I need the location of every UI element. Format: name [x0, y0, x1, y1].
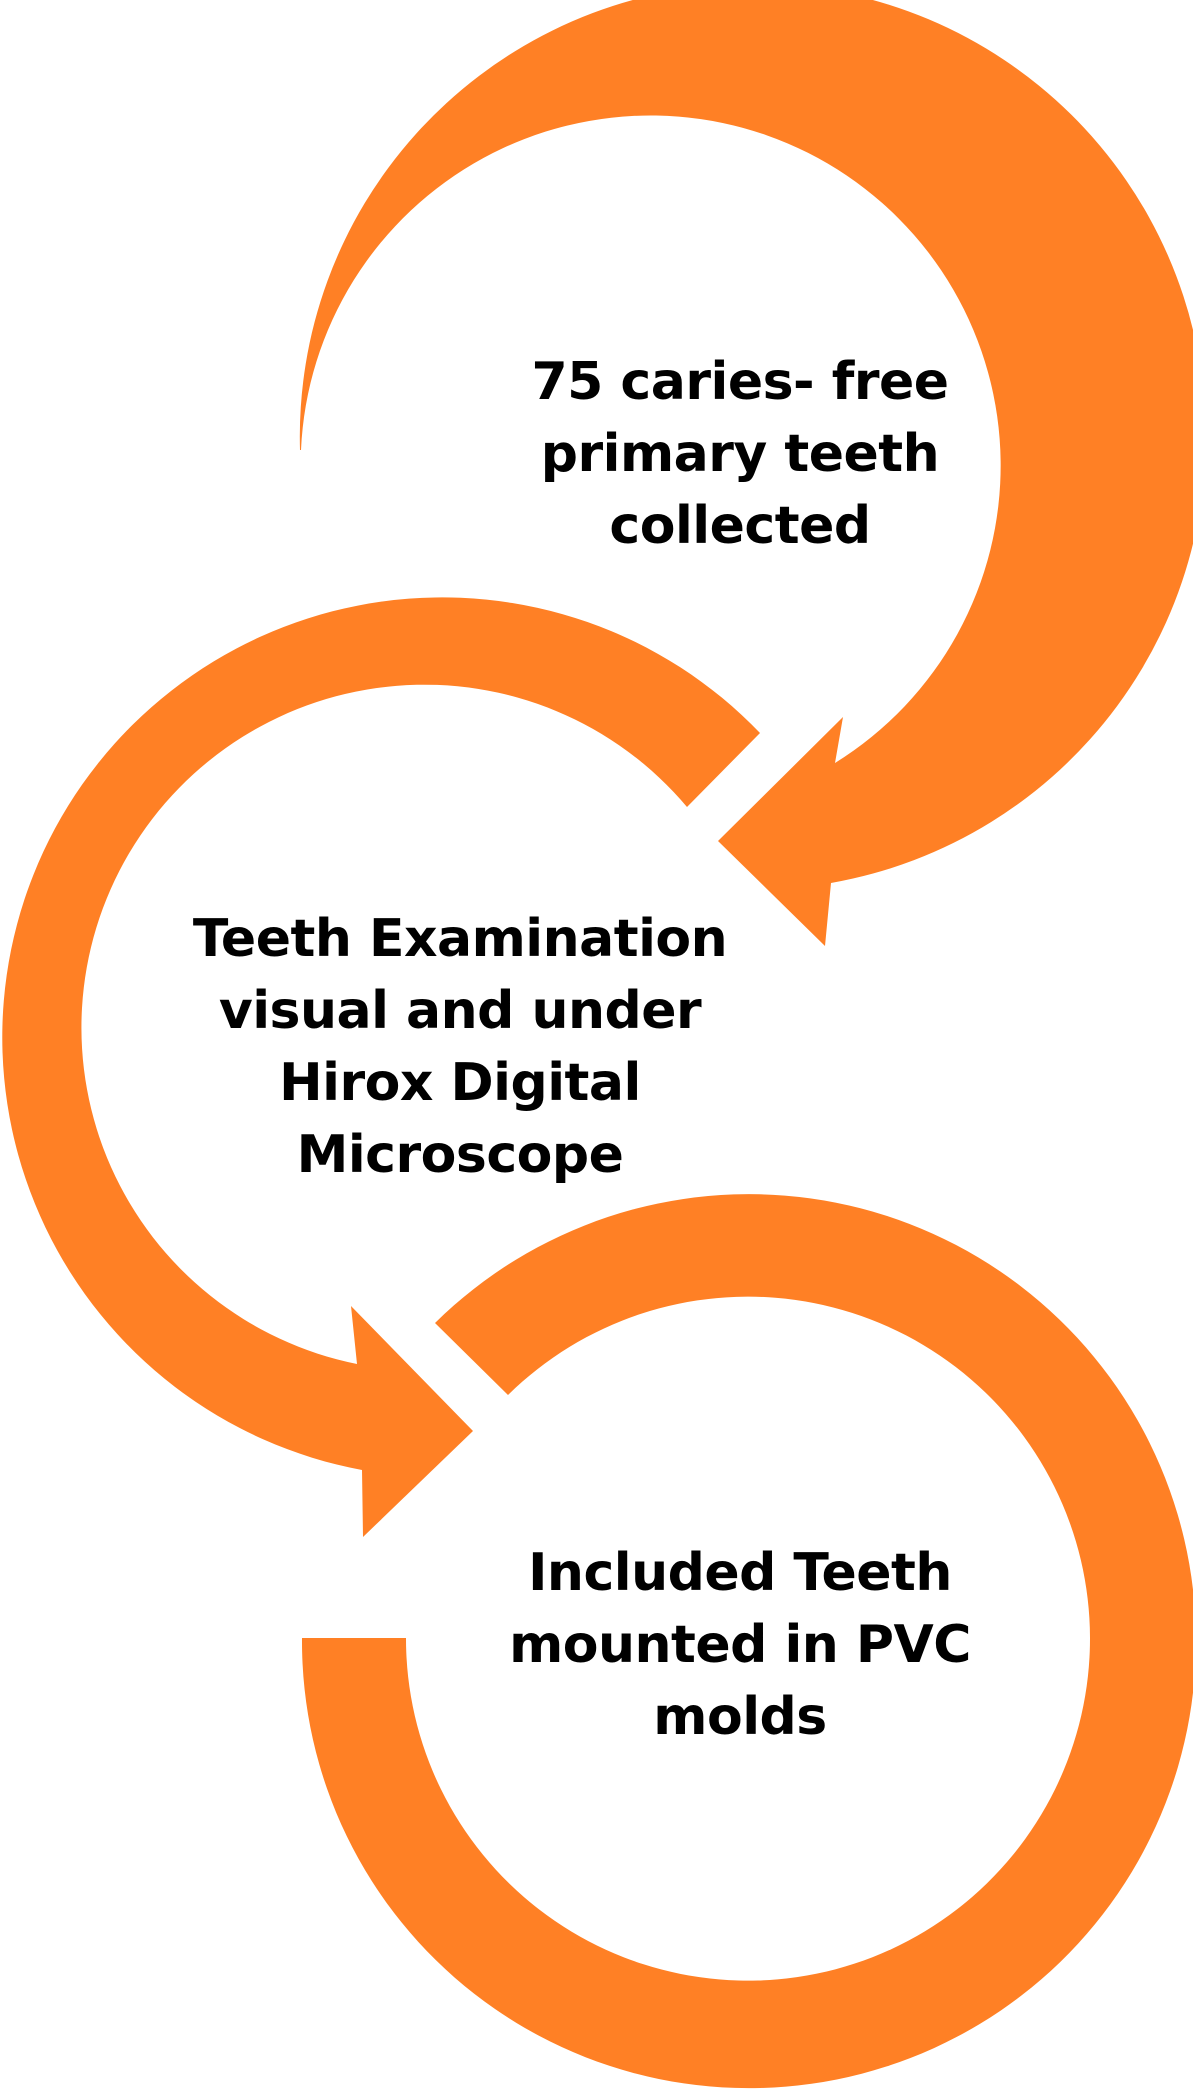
step-3-label: Included Teeth mounted in PVC molds [460, 1537, 1020, 1753]
circular-arrow-2 [2, 597, 761, 1537]
step-2-line-1: Teeth Examination [192, 909, 728, 969]
circular-arrow-1 [299, 0, 1193, 946]
step-1-line-2: primary teeth [540, 424, 940, 484]
step-3-line-2: mounted in PVC [509, 1615, 971, 1675]
step-2-line-3: Hirox Digital [279, 1053, 641, 1113]
step-2-line-2: visual and under [218, 981, 702, 1041]
step-1-line-1: 75 caries- free [531, 352, 949, 412]
step-2-line-4: Microscope [296, 1125, 624, 1185]
step-1-line-3: collected [609, 496, 871, 556]
step-2-label: Teeth Examination visual and under Hirox… [160, 903, 760, 1191]
step-1-label: 75 caries- free primary teeth collected [480, 346, 1000, 562]
step-3-line-1: Included Teeth [528, 1543, 952, 1603]
step-3-line-3: molds [653, 1687, 827, 1747]
